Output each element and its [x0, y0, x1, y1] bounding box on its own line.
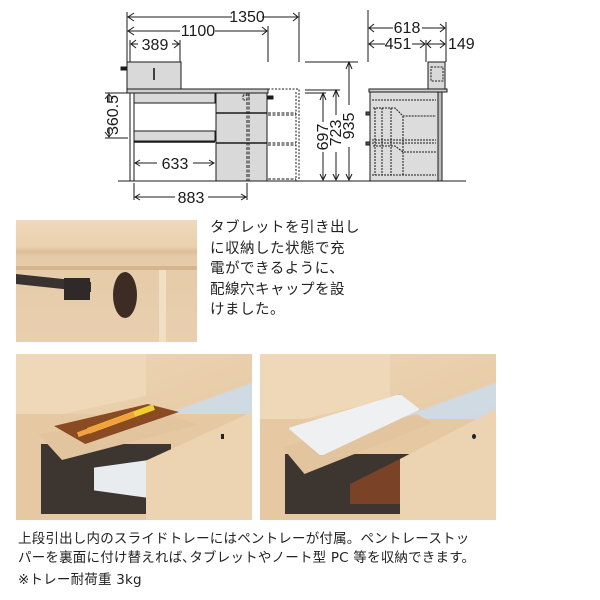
desc-line: タブレットを引き出し [210, 220, 360, 236]
dim-leg-to-cabinet: 883 [178, 190, 205, 207]
panel-divider [159, 268, 166, 342]
keyhole-icon [472, 434, 476, 439]
feature-caption: 上段引出し内のスライドトレーにはペントレーが付属。ペントレーストッ パーを裏面に… [18, 530, 598, 590]
dim-hutch-depth: 149 [448, 36, 475, 53]
keyhole-icon [221, 434, 224, 439]
load-capacity-note: ※トレー耐荷重 3kg [18, 572, 142, 588]
dim-knee-space: 633 [162, 156, 189, 173]
desc-line: 配線穴キャップを設 [210, 281, 345, 298]
dim-height-697: 697 [315, 124, 332, 151]
dim-hutch-width: 389 [142, 37, 169, 54]
desc-line: に収納した状態で充 [210, 240, 345, 257]
wiring-hole-cap-photo [16, 220, 197, 342]
dim-drawer-height: 360.5 [105, 95, 122, 135]
bracket-block [64, 278, 90, 300]
caption-line-2: パーを裏面に付け替えれば､タブレットやノート型 PC 等を収納できます。 [18, 550, 476, 566]
wiring-hole-icon [113, 272, 137, 318]
papers [94, 460, 149, 498]
dim-total-height: 935 [341, 113, 358, 140]
dim-height-723: 723 [328, 120, 345, 147]
dim-total-depth: 618 [394, 20, 421, 37]
panel-edge [16, 266, 197, 270]
pen-tray-photo [16, 354, 252, 520]
desc-line: けました。 [210, 302, 285, 318]
caption-line-1: 上段引出し内のスライドトレーにはペントレーが付属。ペントレーストッ [18, 531, 470, 547]
dim-desk-depth: 451 [385, 36, 412, 53]
dim-desk-width: 1100 [181, 23, 216, 40]
wiring-hole-description: タブレットを引き出し に収納した状態で充 電ができるように、 配線穴キャップを設… [210, 218, 395, 321]
tablet-storage-photo [260, 354, 496, 520]
dimension-drawing: 1350 1100 389 360.5 633 883 697 723 935 … [104, 9, 475, 207]
dim-total-width: 1350 [229, 9, 265, 26]
desc-line: 電ができるように、 [210, 261, 345, 277]
